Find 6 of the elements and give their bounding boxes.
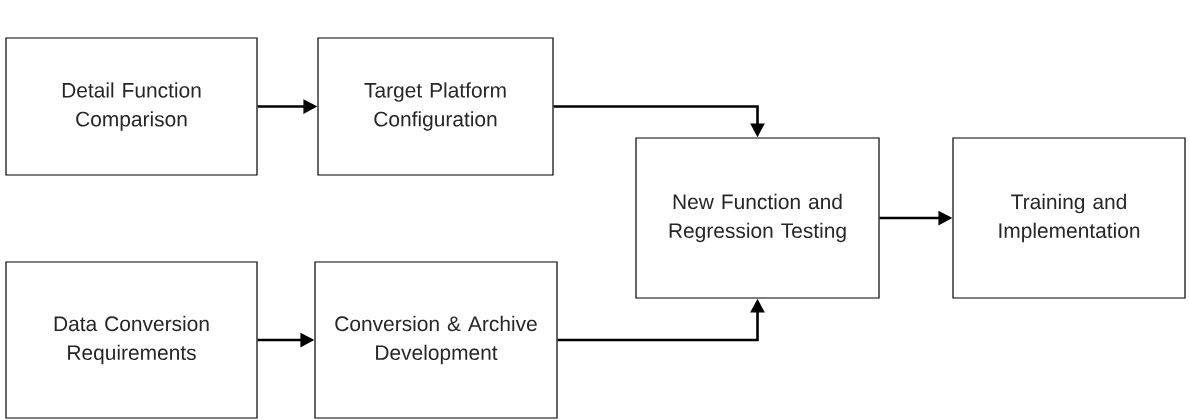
process-box: Detail Function Comparison bbox=[5, 37, 258, 176]
process-box: Training and Implementation bbox=[952, 137, 1186, 299]
process-box: Data Conversion Requirements bbox=[5, 261, 258, 419]
process-box: New Function and Regression Testing bbox=[635, 137, 880, 299]
process-box: Conversion & Archive Development bbox=[314, 261, 558, 419]
process-box: Target Platform Configuration bbox=[317, 37, 554, 176]
